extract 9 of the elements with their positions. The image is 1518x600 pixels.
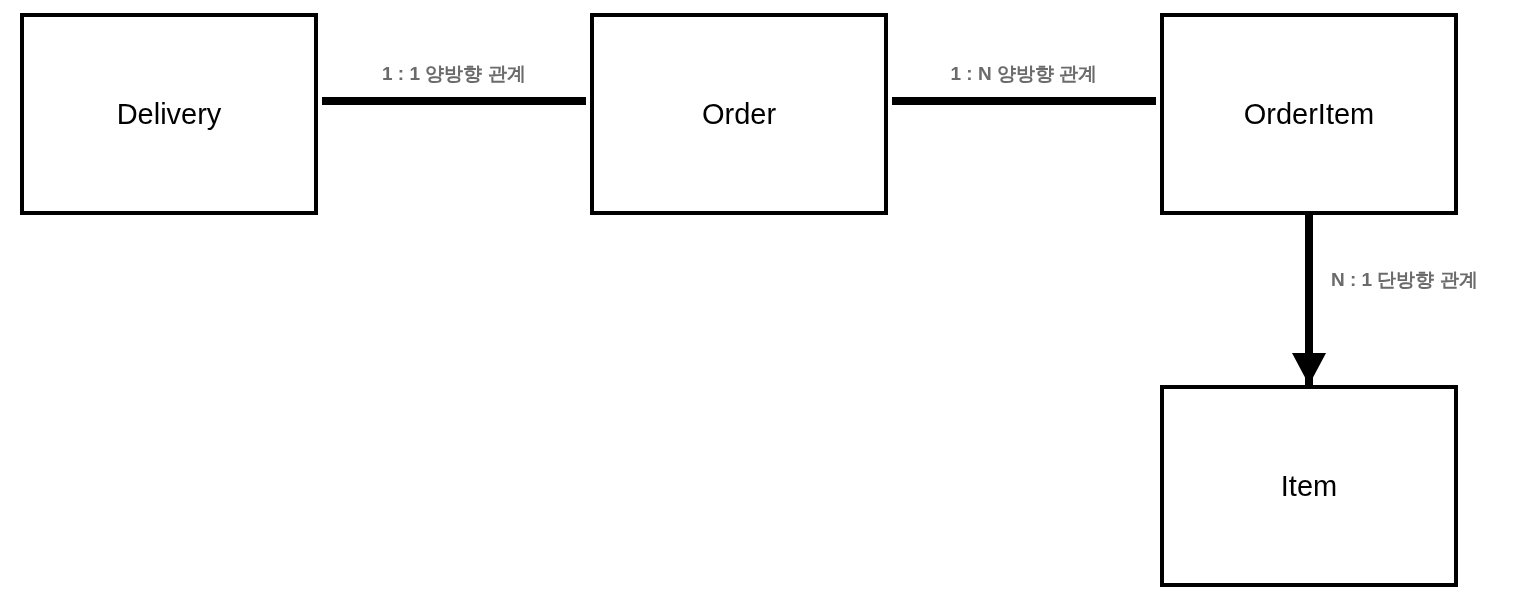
entity-box [1160,385,1458,587]
entity-box [590,13,888,215]
entity-box [1160,13,1458,215]
entity-name: Item [1280,469,1338,503]
entity-name: Order [701,97,777,131]
entity-box [20,13,318,215]
entity-name: OrderItem [1243,97,1375,131]
entity-name: Delivery [116,97,222,131]
arrow [1292,215,1326,385]
